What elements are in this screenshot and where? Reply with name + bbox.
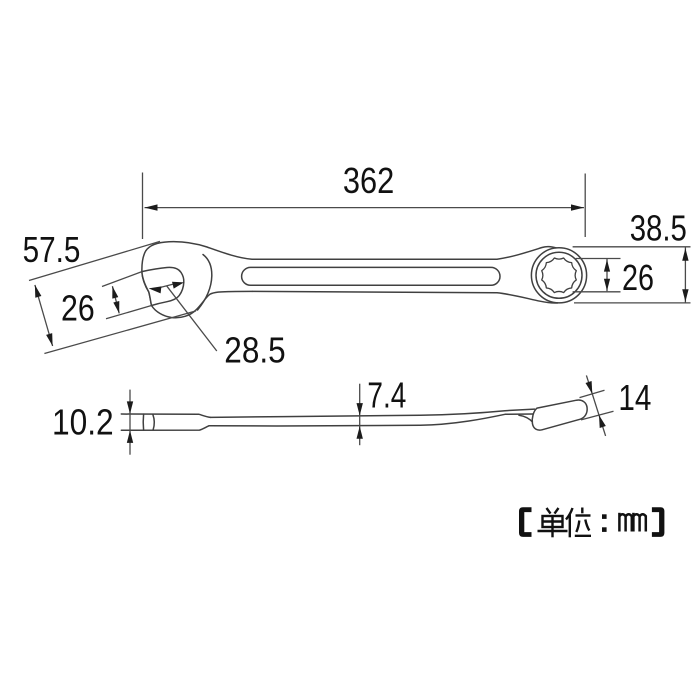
svg-text:14: 14	[618, 377, 651, 418]
svg-text:26: 26	[61, 287, 95, 328]
svg-text:362: 362	[343, 160, 394, 201]
svg-text:7.4: 7.4	[367, 375, 406, 416]
svg-text:26: 26	[622, 257, 654, 298]
svg-text:38.5: 38.5	[630, 208, 687, 249]
svg-text:28.5: 28.5	[224, 330, 285, 371]
svg-text:57.5: 57.5	[23, 229, 81, 270]
svg-text:10.2: 10.2	[52, 402, 114, 443]
